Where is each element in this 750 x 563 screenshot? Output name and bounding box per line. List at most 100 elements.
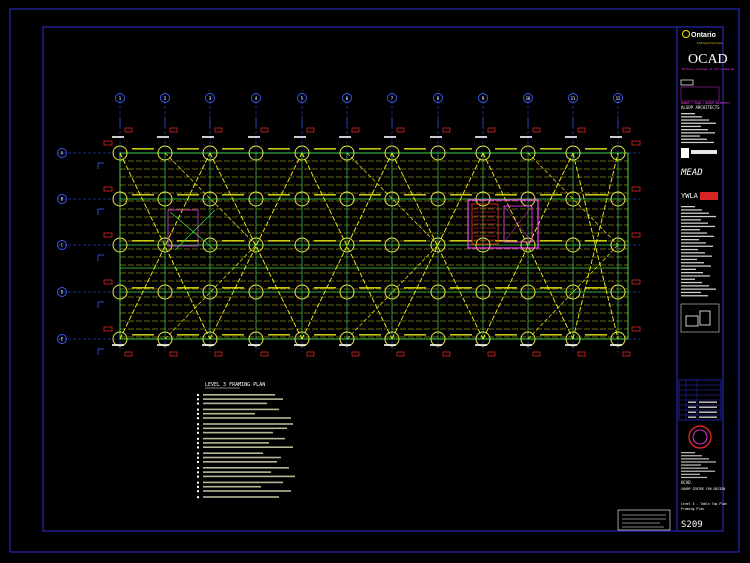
tag-marker	[631, 232, 641, 238]
tag-marker	[622, 351, 631, 357]
brace-line	[119, 152, 211, 340]
tag-marker	[169, 127, 178, 133]
key-plan	[680, 303, 720, 333]
tag-marker	[260, 351, 269, 357]
tag-marker	[351, 127, 360, 133]
grid-label: 3	[209, 96, 212, 101]
column-icon	[339, 284, 355, 300]
grid-label: 5	[301, 96, 304, 101]
note-line	[203, 475, 295, 478]
tag-marker	[214, 351, 223, 357]
column-icon	[294, 191, 310, 207]
column-icon	[157, 191, 173, 207]
note-line	[203, 496, 279, 498]
tag-marker	[103, 232, 113, 238]
column-icon	[294, 237, 310, 253]
tag-marker	[103, 140, 113, 146]
sheet-inner-border	[42, 26, 724, 532]
grid-bubble-icon	[160, 93, 170, 103]
revision-table	[678, 379, 722, 421]
column-icon	[610, 237, 626, 253]
column-icon	[430, 284, 446, 300]
elevator-icon	[503, 205, 533, 243]
grid-bubble-icon	[523, 93, 533, 103]
column-icon	[248, 284, 264, 300]
tag-marker	[351, 351, 360, 357]
column-icon	[610, 191, 626, 207]
grid-label: 12	[616, 96, 621, 101]
column-icon	[339, 237, 355, 253]
tag-marker	[532, 351, 541, 357]
note-line	[203, 471, 271, 473]
title-block: Ontario Infrastructure OCAD Ontario Coll…	[676, 26, 735, 532]
tag-marker	[124, 127, 133, 133]
column-icon	[112, 284, 128, 300]
column-icon	[384, 145, 400, 161]
grid-label: 1	[119, 96, 122, 101]
note-line	[203, 442, 269, 444]
column-icon	[339, 191, 355, 207]
grid-bubble-icon	[251, 93, 261, 103]
grid-label: 2	[164, 96, 167, 101]
column-icon	[565, 145, 581, 161]
note-line	[203, 402, 267, 405]
column-icon	[520, 145, 536, 161]
client-sub: Infrastructure	[697, 41, 722, 45]
tag-marker	[260, 127, 269, 133]
project-line-2: SHARP CENTRE FOR DESIGN	[681, 487, 725, 491]
grid-bubble-icon	[613, 93, 623, 103]
tag-marker	[631, 326, 641, 332]
column-icon	[520, 284, 536, 300]
column-icon	[157, 237, 173, 253]
stair-icon	[471, 203, 499, 245]
grid-bubble-icon	[57, 194, 67, 204]
grid-bubble-icon	[57, 287, 67, 297]
grid-label: 6	[346, 96, 349, 101]
grid-label: A	[61, 151, 64, 156]
column-icon	[475, 145, 491, 161]
grid-bubble-icon	[568, 93, 578, 103]
note-line	[203, 446, 293, 448]
project-line-1: OCAD	[681, 480, 691, 485]
grid-bubble-icon	[433, 93, 443, 103]
column-icon	[202, 284, 218, 300]
note-line	[203, 456, 281, 459]
note-line	[203, 412, 255, 415]
column-icon	[294, 284, 310, 300]
column-icon	[112, 145, 128, 161]
tag-marker	[169, 351, 178, 357]
core-outline	[467, 199, 539, 249]
column-icon	[565, 191, 581, 207]
brace-line	[391, 152, 484, 340]
grid-label: C	[61, 243, 64, 248]
note-line	[203, 427, 287, 430]
grid-bubble-icon	[387, 93, 397, 103]
grid-bubble-icon	[57, 148, 67, 158]
column-icon	[248, 191, 264, 207]
tag-marker	[396, 351, 405, 357]
brace-line	[209, 152, 303, 340]
note-line	[203, 490, 291, 492]
column-icon	[384, 284, 400, 300]
note-line	[203, 467, 289, 469]
column-icon	[565, 237, 581, 253]
note-line	[203, 408, 279, 411]
brace-line	[391, 152, 484, 340]
note-line	[203, 394, 275, 396]
column-icon	[475, 284, 491, 300]
sheet-outer-border	[9, 8, 740, 553]
architect: ALSOP ARCHITECTS	[681, 105, 720, 110]
revision-stamp-box	[617, 509, 671, 531]
column-icon	[565, 284, 581, 300]
column-icon	[112, 191, 128, 207]
note-line	[203, 481, 283, 484]
note-line	[203, 437, 285, 440]
general-notes: LEVEL 3 FRAMING PLAN	[197, 382, 295, 499]
column-icon	[248, 237, 264, 253]
ontario-logo-icon	[682, 30, 690, 38]
brace-line	[209, 152, 303, 340]
sheet-title-1: Level 3 - Table Top Plan	[681, 502, 727, 506]
tag-marker	[532, 127, 541, 133]
